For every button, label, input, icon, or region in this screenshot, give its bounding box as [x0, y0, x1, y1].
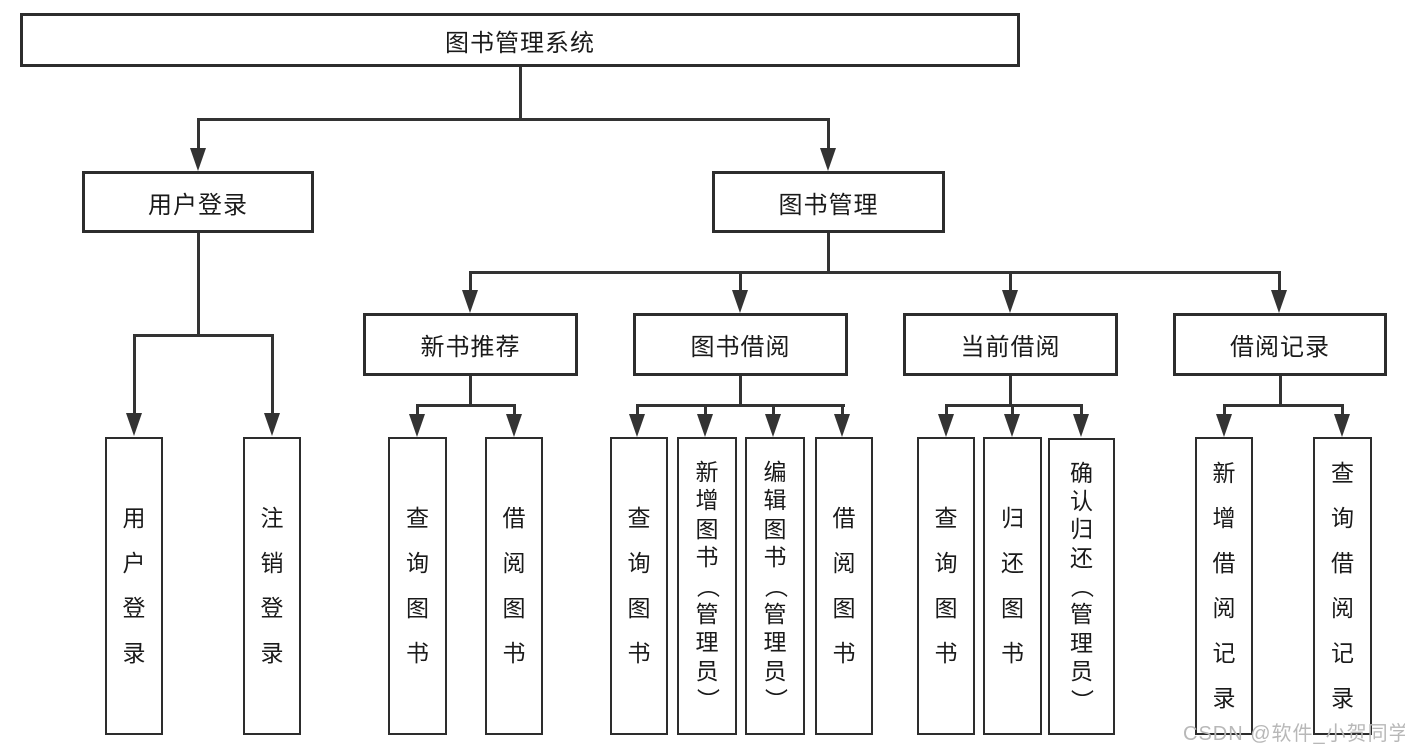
connector-line [1223, 404, 1226, 417]
node-leaf-user-login: 用户登录 [105, 437, 163, 735]
node-leaf-logout-label: 注销登录 [260, 505, 284, 666]
connector-line [636, 404, 845, 407]
node-leaf-record-add: 新增借阅记录 [1195, 437, 1253, 735]
connector-line [469, 376, 472, 407]
node-new-book-recommend: 新书推荐 [363, 313, 578, 376]
connector-line [1011, 404, 1014, 417]
arrowhead-down-icon [697, 414, 713, 437]
connector-line [1009, 271, 1012, 293]
node-book-borrow: 图书借阅 [633, 313, 848, 376]
connector-line [827, 233, 830, 274]
connector-line [469, 271, 472, 293]
arrowhead-down-icon [409, 414, 425, 437]
connector-line [1341, 404, 1344, 417]
arrowhead-down-icon [820, 148, 836, 171]
node-root: 图书管理系统 [20, 13, 1020, 67]
node-leaf-borrow-query-label: 查询图书 [627, 505, 651, 666]
node-leaf-return-book: 归还图书 [983, 437, 1042, 735]
connector-line [197, 118, 830, 121]
node-leaf-borrow-edit-admin: 编辑图书（管理员） [745, 437, 805, 735]
connector-line [739, 376, 742, 407]
arrowhead-down-icon [506, 414, 522, 437]
connector-line [271, 334, 274, 416]
arrowhead-down-icon [1216, 414, 1232, 437]
node-leaf-borrow-edit-admin-label: 编辑图书（管理员） [762, 459, 789, 712]
connector-line [469, 271, 1281, 274]
node-new-book-recommend-label: 新书推荐 [420, 334, 521, 361]
node-leaf-logout: 注销登录 [243, 437, 301, 735]
connector-line [704, 404, 707, 417]
connector-line [1279, 376, 1282, 407]
connector-line [945, 404, 948, 417]
node-leaf-newbook-query-label: 查询图书 [406, 505, 429, 666]
connector-line [1080, 404, 1083, 417]
node-leaf-current-query-label: 查询图书 [934, 505, 958, 666]
arrowhead-down-icon [1271, 290, 1287, 313]
connector-line [133, 334, 136, 416]
node-root-label: 图书管理系统 [445, 29, 595, 57]
connector-line [1278, 271, 1281, 293]
node-leaf-borrow-add-admin-label: 新增图书（管理员） [694, 459, 721, 712]
connector-line [841, 404, 844, 417]
node-borrow-records-label: 借阅记录 [1230, 334, 1330, 361]
connector-line [197, 118, 200, 151]
arrowhead-down-icon [629, 414, 645, 437]
arrowhead-down-icon [462, 290, 478, 313]
node-leaf-borrow-add-admin: 新增图书（管理员） [677, 437, 737, 735]
node-leaf-borrow-query: 查询图书 [610, 437, 668, 735]
arrowhead-down-icon [1073, 414, 1089, 437]
arrowhead-down-icon [732, 290, 748, 313]
node-book-management-label: 图书管理 [778, 191, 879, 219]
connector-line [772, 404, 775, 417]
node-leaf-newbook-borrow: 借阅图书 [485, 437, 543, 735]
arrowhead-down-icon [264, 413, 280, 436]
arrowhead-down-icon [765, 414, 781, 437]
arrowhead-down-icon [1004, 414, 1020, 437]
node-borrow-records: 借阅记录 [1173, 313, 1387, 376]
connector-line [513, 404, 516, 417]
connector-line [133, 334, 274, 337]
connector-line [1009, 376, 1012, 407]
arrowhead-down-icon [126, 413, 142, 436]
node-current-borrow: 当前借阅 [903, 313, 1118, 376]
node-leaf-user-login-label: 用户登录 [122, 505, 146, 666]
node-current-borrow-label: 当前借阅 [960, 334, 1061, 361]
node-leaf-confirm-return-admin: 确认归还（管理员） [1048, 438, 1115, 735]
node-leaf-confirm-return-admin-label: 确认归还（管理员） [1069, 459, 1095, 712]
connector-line [827, 118, 830, 151]
node-leaf-current-query: 查询图书 [917, 437, 975, 735]
connector-line [636, 404, 639, 417]
connector-line [519, 67, 522, 120]
connector-line [416, 404, 419, 417]
node-leaf-return-book-label: 归还图书 [1001, 505, 1024, 666]
node-leaf-newbook-borrow-label: 借阅图书 [502, 505, 526, 666]
node-book-management: 图书管理 [712, 171, 945, 233]
connector-line [1223, 404, 1344, 407]
connector-line [739, 271, 742, 293]
csdn-watermark: CSDN @软件_小贺同学 [1183, 723, 1405, 745]
node-leaf-record-query: 查询借阅记录 [1313, 437, 1372, 735]
node-user-login: 用户登录 [82, 171, 314, 233]
arrowhead-down-icon [938, 414, 954, 437]
arrowhead-down-icon [190, 148, 206, 171]
arrowhead-down-icon [1002, 290, 1018, 313]
node-leaf-borrow-book: 借阅图书 [815, 437, 873, 735]
node-leaf-record-query-label: 查询借阅记录 [1331, 460, 1354, 711]
node-leaf-borrow-book-label: 借阅图书 [832, 505, 856, 666]
node-leaf-record-add-label: 新增借阅记录 [1212, 460, 1236, 711]
arrowhead-down-icon [1334, 414, 1350, 437]
connector-line [416, 404, 516, 407]
connector-line [197, 233, 200, 337]
arrowhead-down-icon [834, 414, 850, 437]
node-user-login-label: 用户登录 [148, 191, 248, 219]
node-book-borrow-label: 图书借阅 [690, 334, 791, 361]
node-leaf-newbook-query: 查询图书 [388, 437, 447, 735]
